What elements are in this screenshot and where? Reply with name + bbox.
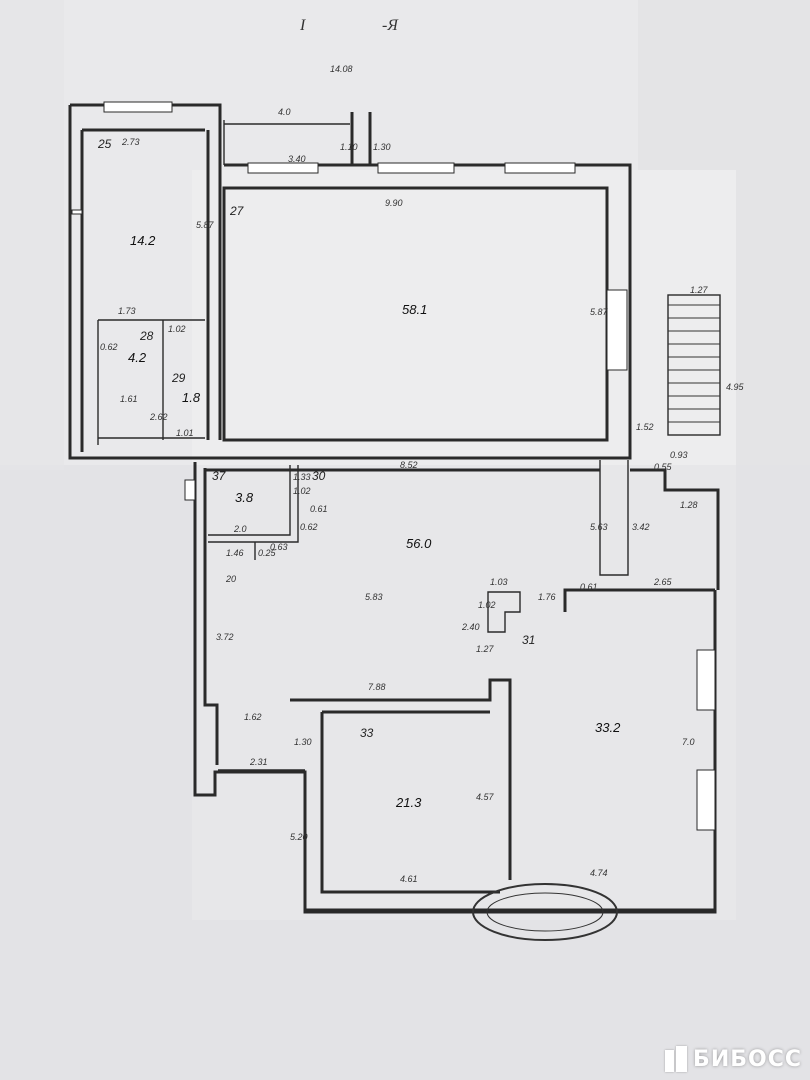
watermark: БИБОСС [665, 1044, 802, 1074]
dimension-label: 1.73 [118, 306, 136, 316]
dimension-label: 7.88 [368, 682, 386, 692]
room-number-37: 37 [212, 469, 227, 483]
dimension-label: 2.0 [233, 524, 247, 534]
room-area-33: 21.3 [395, 795, 422, 810]
dimension-label: 1.02 [478, 600, 496, 610]
dimension-label: 1.62 [244, 712, 262, 722]
dimension-label: 2.62 [149, 412, 168, 422]
dimension-label: 3.40 [288, 154, 306, 164]
dimension-label: 1.01 [176, 428, 194, 438]
left-paper [0, 0, 64, 470]
room-labels: 25 14.2 27 58.1 28 4.2 29 1.8 37 3.8 30 … [97, 137, 621, 810]
dimension-label: 9.90 [385, 198, 403, 208]
room-number-33: 33 [360, 726, 374, 740]
upper-windows [71, 101, 628, 371]
dimension-label: 4.95 [726, 382, 745, 392]
dimension-label: 0.62 [300, 522, 318, 532]
room-number-25: 25 [97, 137, 112, 151]
room-area-37: 3.8 [235, 490, 254, 505]
dimension-label: 1.10 [340, 142, 358, 152]
room-area-25: 14.2 [130, 233, 156, 248]
dimension-label: 8.52 [400, 460, 418, 470]
dimension-label: 1.02 [168, 324, 186, 334]
dimension-label: 1.27 [690, 285, 709, 295]
room-area-29: 1.8 [182, 390, 201, 405]
dimension-label: 1.46 [226, 548, 244, 558]
section-label: -Я [382, 17, 399, 34]
room-area-30: 56.0 [406, 536, 432, 551]
dimension-label: 1.61 [120, 394, 138, 404]
dimension-label: 5.83 [365, 592, 383, 602]
room-number-29: 29 [171, 371, 186, 385]
room-area-31: 33.2 [595, 720, 621, 735]
stamp [472, 883, 618, 941]
dimension-label: 2.40 [461, 622, 480, 632]
dimension-label: 1.33 [293, 472, 311, 482]
dimension-label: 0.61 [310, 504, 328, 514]
dimension-label: 1.28 [680, 500, 698, 510]
dimension-label: 3.42 [632, 522, 650, 532]
dimension-label: 5.63 [590, 522, 608, 532]
dimension-label: 2.31 [249, 757, 268, 767]
dimension-label: 4.57 [476, 792, 495, 802]
room-number-31: 31 [522, 633, 535, 647]
dimension-label: 20 [225, 574, 236, 584]
dimension-label: 4.0 [278, 107, 291, 117]
dimension-label: 0.55 [654, 462, 673, 472]
building-logo-icon [665, 1046, 688, 1072]
dimension-label: 3.72 [216, 632, 234, 642]
dimension-label: 5.87 [196, 220, 215, 230]
room-area-28: 4.2 [128, 350, 147, 365]
dimension-label: 0.25 [258, 548, 277, 558]
dimension-label: 1.27 [476, 644, 495, 654]
dimension-label: 1.30 [294, 737, 312, 747]
dimension-label: 1.03 [490, 577, 508, 587]
watermark-text: БИБОСС [693, 1046, 802, 1072]
dimension-label: 1.02 [293, 486, 311, 496]
dimension-label: 5.87 [590, 307, 609, 317]
dimension-label: 0.93 [670, 450, 688, 460]
dimension-label: 1.30 [373, 142, 391, 152]
lower-windows [184, 479, 716, 831]
room-number-28: 28 [139, 329, 154, 343]
lower-walls [193, 460, 720, 914]
dimension-label: 2.65 [653, 577, 673, 587]
dimension-label: 0.63 [270, 542, 288, 552]
dimension-label: 0.62 [100, 342, 118, 352]
total-width-dim: 14.08 [330, 64, 353, 74]
room-number-27: 27 [229, 204, 245, 218]
dimension-labels: 2.73 4.0 1.10 1.30 3.40 9.90 5.87 5.87 1… [100, 107, 745, 884]
dimension-label: 4.61 [400, 874, 418, 884]
dimension-label: 0.61 [580, 582, 598, 592]
dimension-label: 4.74 [590, 868, 608, 878]
room-area-27: 58.1 [402, 302, 427, 317]
dimension-label: 5.20 [290, 832, 308, 842]
dimension-label: 2.73 [121, 137, 140, 147]
dimension-label: 7.0 [682, 737, 695, 747]
dimension-label: 1.52 [636, 422, 654, 432]
staircase [667, 294, 721, 436]
bottom-paper [0, 465, 810, 1080]
dimension-label: 1.76 [538, 592, 556, 602]
floor-label: I [299, 17, 306, 34]
room-number-30: 30 [312, 469, 326, 483]
